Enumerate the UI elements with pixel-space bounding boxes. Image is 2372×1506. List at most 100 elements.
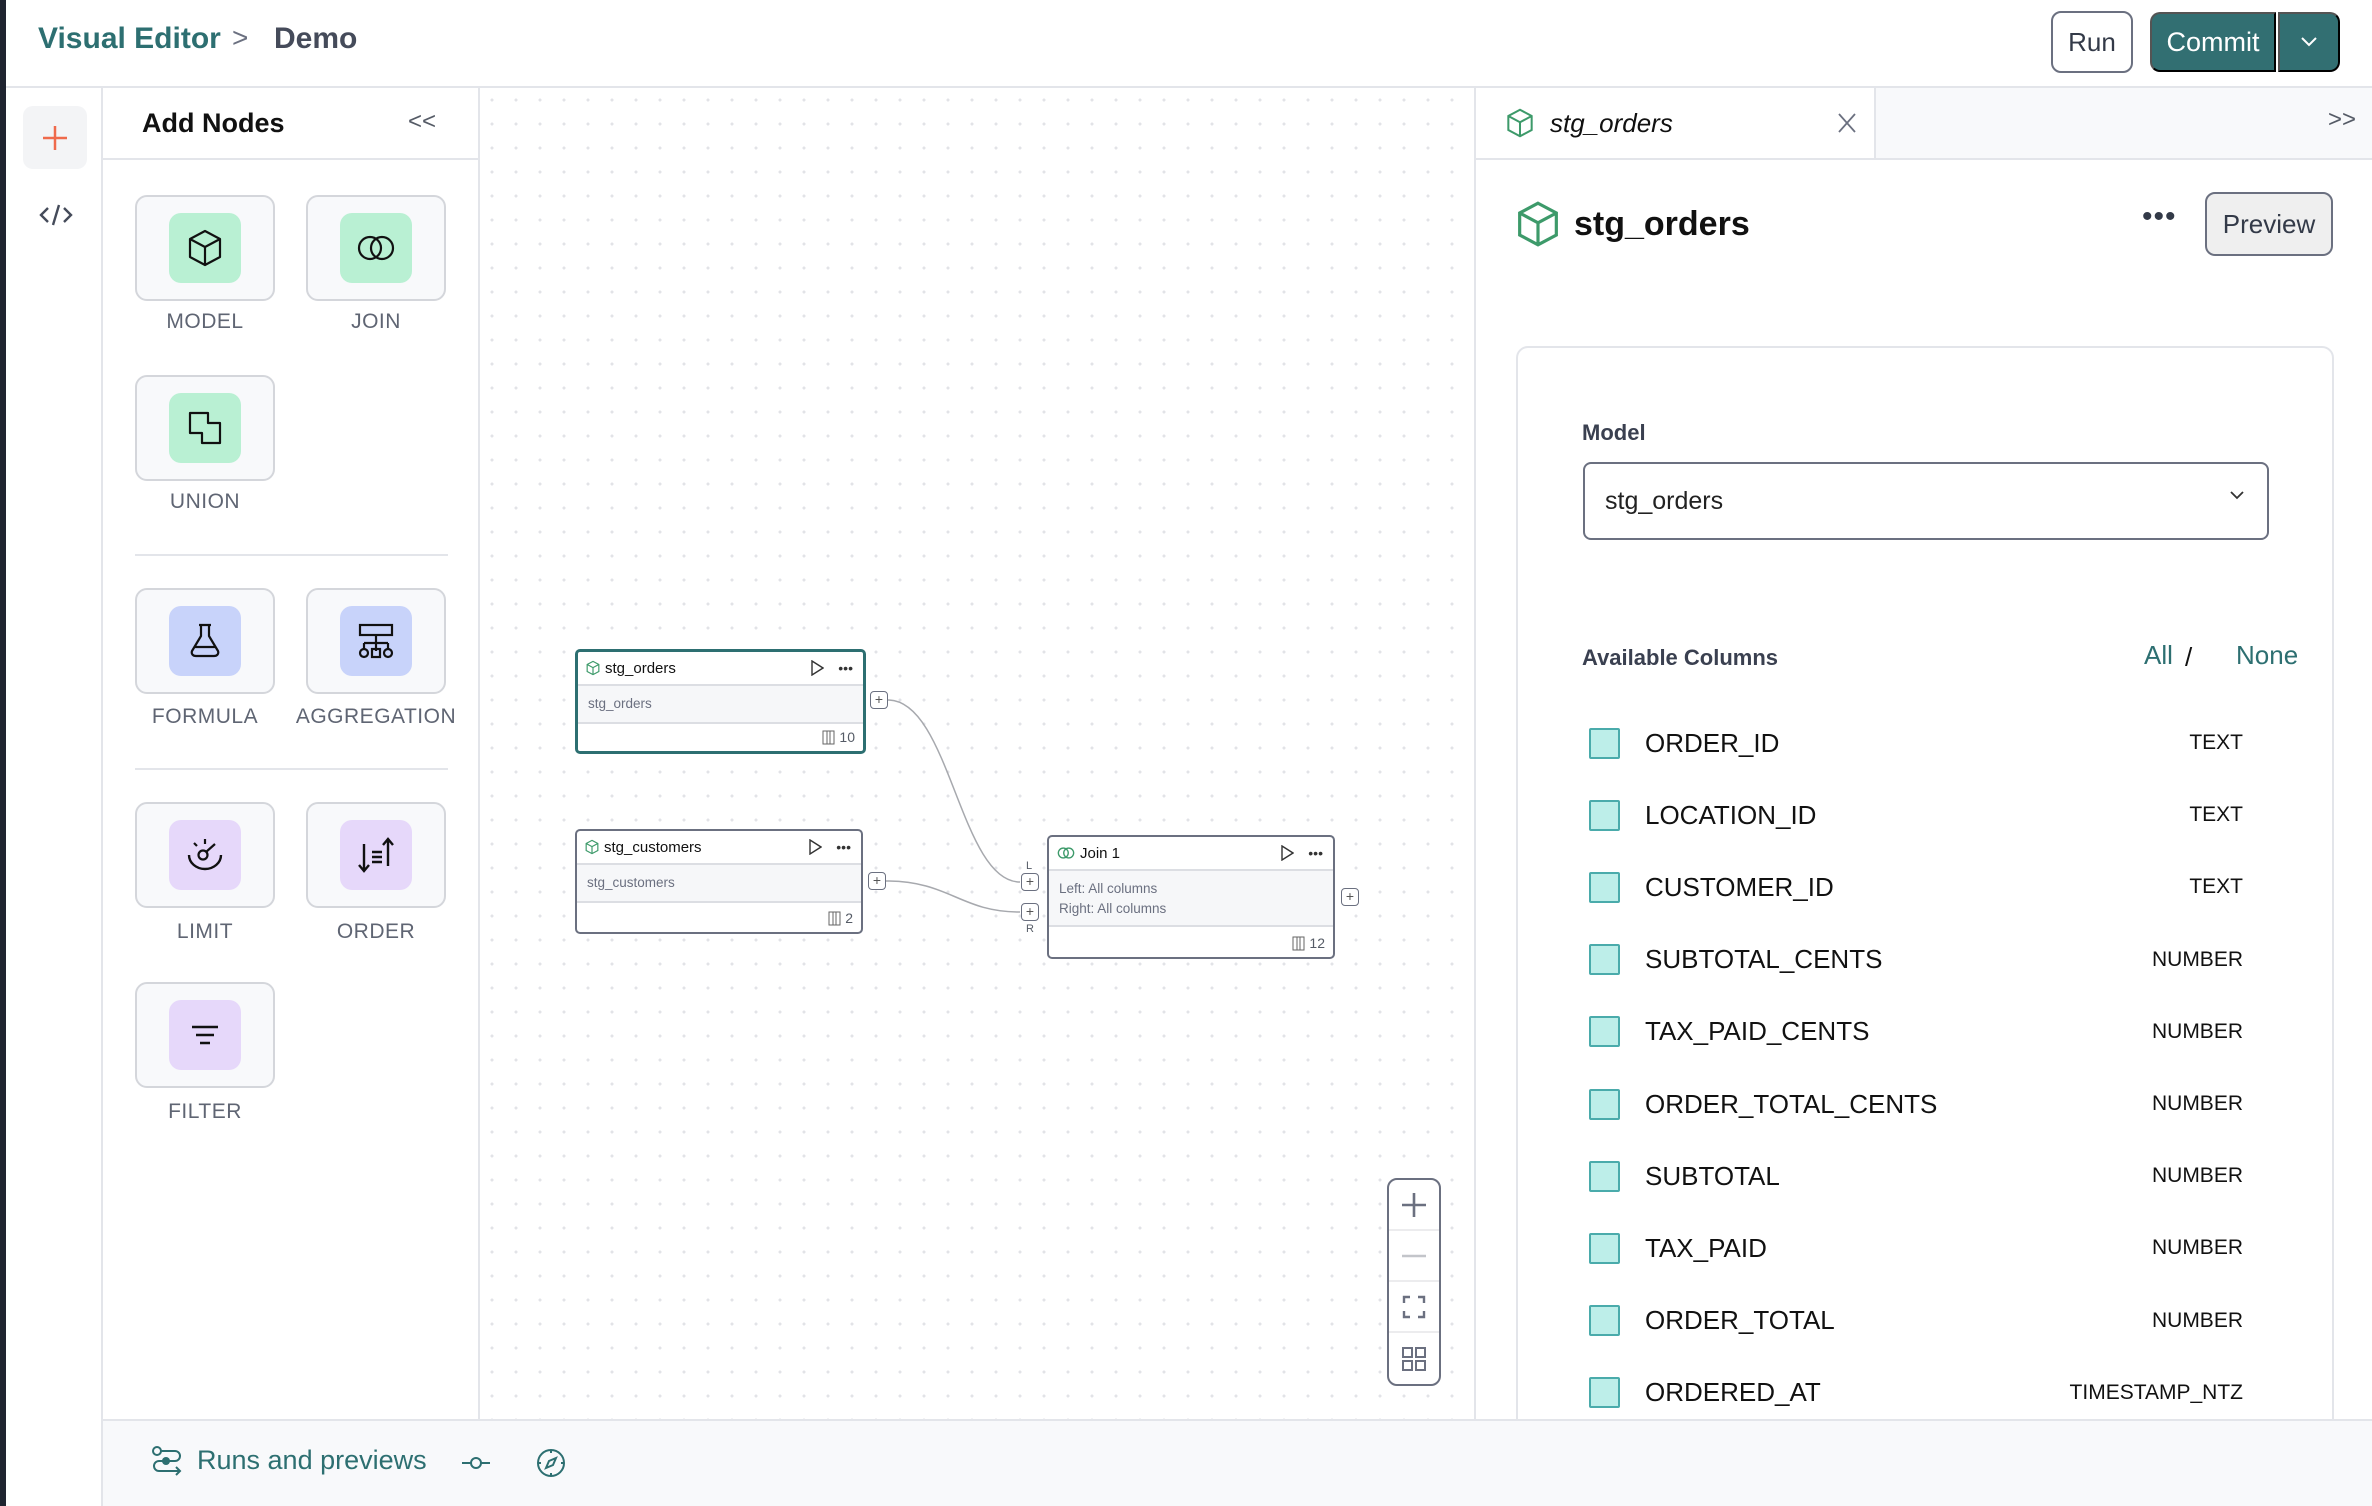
- tab-stg-orders[interactable]: stg_orders: [1476, 88, 1876, 158]
- panel-title: Add Nodes: [142, 108, 285, 138]
- column-checkbox[interactable]: [1589, 1088, 1620, 1120]
- tile-order[interactable]: [306, 802, 446, 908]
- divider: [135, 768, 448, 770]
- node-title: stg_orders: [605, 659, 676, 677]
- more-icon[interactable]: •••: [838, 660, 853, 676]
- run-button[interactable]: Run: [2051, 11, 2133, 73]
- output-port[interactable]: +: [1341, 888, 1359, 906]
- tile-filter[interactable]: [135, 982, 275, 1088]
- zoom-out-button[interactable]: [1389, 1231, 1439, 1282]
- column-row[interactable]: ORDER_TOTAL_CENTS NUMBER: [1589, 1084, 2243, 1124]
- code-view-button[interactable]: [36, 200, 76, 230]
- config-card: Model stg_orders Available Columns All /…: [1516, 346, 2334, 1446]
- filter-icon: [192, 1025, 218, 1045]
- column-checkbox[interactable]: [1589, 944, 1620, 976]
- compass-icon[interactable]: [536, 1448, 566, 1478]
- column-checkbox[interactable]: [1589, 1305, 1620, 1337]
- port-label-right: R: [1026, 923, 1034, 935]
- tile-limit[interactable]: [135, 802, 275, 908]
- column-checkbox[interactable]: [1589, 1016, 1620, 1048]
- column-row[interactable]: SUBTOTAL NUMBER: [1589, 1156, 2243, 1196]
- column-checkbox[interactable]: [1589, 1160, 1620, 1192]
- play-icon[interactable]: [1281, 845, 1295, 861]
- zoom-in-button[interactable]: [1389, 1180, 1439, 1231]
- commit-button[interactable]: Commit: [2150, 12, 2276, 72]
- column-row[interactable]: SUBTOTAL_CENTS NUMBER: [1589, 940, 2243, 980]
- tile-label: AGGREGATION: [295, 705, 457, 728]
- runs-and-previews-button[interactable]: Runs and previews: [151, 1445, 427, 1476]
- more-icon[interactable]: •••: [1308, 845, 1323, 861]
- column-checkbox[interactable]: [1589, 727, 1620, 759]
- play-icon[interactable]: [809, 839, 823, 855]
- tile-formula[interactable]: [135, 588, 275, 694]
- input-port-right[interactable]: +: [1021, 903, 1039, 921]
- link-separator: /: [2185, 642, 2193, 672]
- node-stg-orders[interactable]: stg_orders ••• stg_orders 10: [575, 649, 866, 754]
- node-stg-customers[interactable]: stg_customers ••• stg_customers 2: [575, 829, 863, 934]
- cube-icon: [188, 229, 222, 267]
- select-all-link[interactable]: All: [2144, 640, 2173, 670]
- commit-graph-icon[interactable]: [461, 1455, 491, 1471]
- bottom-bar: Runs and previews: [103, 1419, 2372, 1506]
- input-port-left[interactable]: +: [1021, 873, 1039, 891]
- column-row[interactable]: ORDER_ID TEXT: [1589, 723, 2243, 763]
- column-checkbox[interactable]: [1589, 871, 1620, 903]
- code-icon: [39, 204, 73, 226]
- column-row[interactable]: CUSTOMER_ID TEXT: [1589, 867, 2243, 907]
- fit-view-button[interactable]: [1389, 1282, 1439, 1333]
- add-nodes-rail-button[interactable]: [23, 106, 87, 169]
- column-name: LOCATION_ID: [1645, 799, 1817, 830]
- columns-icon: [822, 730, 835, 744]
- close-icon[interactable]: [1837, 112, 1857, 134]
- tile-label: FILTER: [168, 1100, 242, 1123]
- tile-model[interactable]: [135, 195, 275, 301]
- model-select[interactable]: stg_orders: [1583, 462, 2269, 540]
- more-options-button[interactable]: •••: [2142, 200, 2177, 233]
- tile-union[interactable]: [135, 375, 275, 481]
- commit-dropdown-button[interactable]: [2278, 12, 2340, 72]
- node-body: stg_orders: [578, 686, 863, 724]
- column-type: NUMBER: [2151, 947, 2243, 971]
- column-checkbox[interactable]: [1589, 1377, 1620, 1409]
- model-select-value: stg_orders: [1605, 486, 1724, 515]
- output-port[interactable]: +: [868, 872, 886, 890]
- tile-label: ORDER: [336, 920, 416, 943]
- output-port[interactable]: +: [870, 691, 888, 709]
- column-name: TAX_PAID_CENTS: [1645, 1016, 1870, 1047]
- column-checkbox[interactable]: [1589, 1232, 1620, 1264]
- play-icon[interactable]: [811, 660, 825, 676]
- available-columns-label: Available Columns: [1582, 645, 1779, 670]
- edge-orders-to-join: [887, 699, 1021, 883]
- column-row[interactable]: ORDER_TOTAL NUMBER: [1589, 1301, 2243, 1341]
- add-nodes-panel: Add Nodes << MODEL JOIN UNION FORMULA AG…: [103, 88, 480, 1419]
- tile-aggregation[interactable]: [306, 588, 446, 694]
- divider: [135, 554, 448, 556]
- column-row[interactable]: ORDERED_AT TIMESTAMP_NTZ: [1589, 1373, 2243, 1413]
- expand-panel-button[interactable]: >>: [2328, 106, 2357, 133]
- tile-label: UNION: [169, 490, 241, 513]
- sort-icon: [358, 837, 394, 873]
- more-icon[interactable]: •••: [836, 839, 851, 855]
- select-none-link[interactable]: None: [2236, 640, 2299, 670]
- column-name: ORDER_TOTAL_CENTS: [1645, 1088, 1938, 1119]
- model-heading: stg_orders: [1516, 200, 1750, 248]
- column-row[interactable]: TAX_PAID NUMBER: [1589, 1228, 2243, 1268]
- port-label-left: L: [1026, 860, 1033, 872]
- column-row[interactable]: LOCATION_ID TEXT: [1589, 795, 2243, 835]
- column-checkbox[interactable]: [1589, 799, 1620, 831]
- runs-label: Runs and previews: [197, 1445, 427, 1475]
- flow-canvas[interactable]: stg_orders ••• stg_orders 10 + stg_custo…: [480, 88, 1474, 1419]
- tile-label: LIMIT: [176, 920, 234, 943]
- tile-label: JOIN: [351, 310, 401, 333]
- tile-join[interactable]: [306, 195, 446, 301]
- breadcrumb-separator: >: [232, 22, 249, 53]
- columns-icon: [828, 911, 841, 925]
- layout-button[interactable]: [1389, 1333, 1439, 1384]
- collapse-panel-button[interactable]: <<: [408, 108, 437, 135]
- preview-button[interactable]: Preview: [2205, 192, 2333, 256]
- model-label: Model: [1582, 420, 1646, 445]
- column-row[interactable]: TAX_PAID_CENTS NUMBER: [1589, 1012, 2243, 1052]
- breadcrumb-visual-editor[interactable]: Visual Editor: [38, 22, 221, 55]
- tab-bar: stg_orders >>: [1476, 88, 2372, 160]
